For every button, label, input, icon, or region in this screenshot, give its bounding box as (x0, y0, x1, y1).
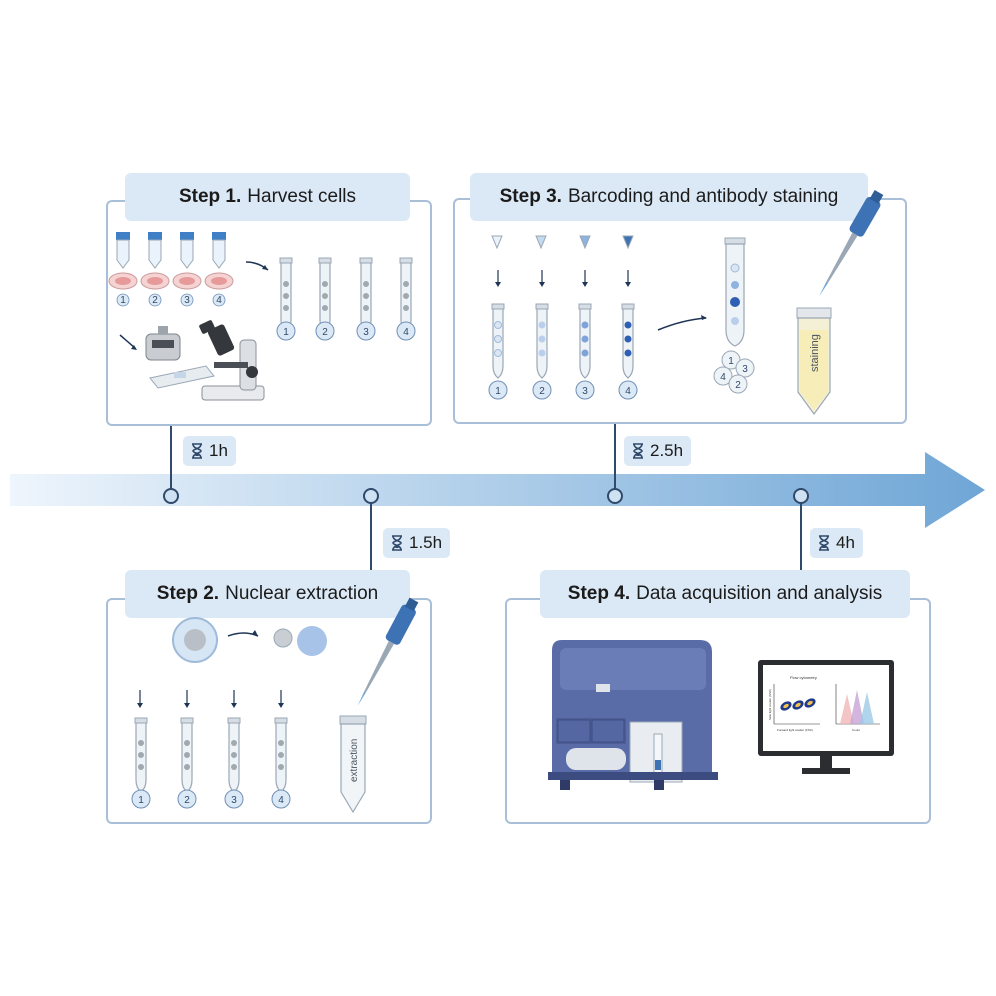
connector-step4 (800, 496, 802, 574)
arrow-icon (657, 317, 707, 331)
timeline-node-4 (793, 488, 809, 504)
timeline-node-1 (163, 488, 179, 504)
step1-number-2: 2 (322, 327, 328, 338)
staining-tube: staining (796, 307, 832, 416)
step3-title: Step 3. Barcoding and antibody staining (470, 173, 868, 221)
time-badge-2: 1.5h (383, 528, 451, 558)
hourglass-icon (633, 443, 643, 459)
connector-step2 (370, 496, 372, 599)
dish-number-3: 3 (184, 295, 190, 306)
step3-tube-numbers: 1 2 3 4 (488, 380, 638, 400)
hourglass-icon (192, 443, 202, 459)
time-label-2: 1.5h (409, 533, 443, 552)
step2-label: Step 2. (156, 583, 220, 604)
step2-tube-numbers: 1 2 3 4 (131, 789, 291, 809)
pipette-icon (350, 596, 422, 710)
time-label-3: 2.5h (650, 441, 684, 460)
cluster-number-3: 3 (742, 364, 748, 375)
staining-label: staining (809, 334, 821, 372)
flow-chart-title: Flow cytometry (790, 675, 817, 680)
step3-number-3: 3 (582, 386, 588, 397)
step2-number-3: 3 (231, 795, 237, 806)
step1-text: Harvest cells (247, 186, 357, 207)
step1-number-1: 1 (283, 327, 289, 338)
hemocytometer-icon (149, 365, 215, 389)
time-badge-1: 1h (183, 436, 236, 466)
pipette-icon (812, 188, 886, 301)
step3-small-tubes (491, 235, 634, 250)
step4-label: Step 4. (567, 583, 631, 604)
hourglass-icon (819, 535, 829, 551)
extraction-tube: extraction (339, 715, 367, 814)
step2-down-arrows (139, 690, 282, 703)
step1-number-3: 3 (363, 327, 369, 338)
step3-number-4: 4 (625, 386, 631, 397)
step2-tubes (134, 717, 288, 793)
step3-label: Step 3. (499, 186, 562, 207)
step4-text: Data acquisition and analysis (636, 583, 883, 604)
flow-x-axis: Forward light scatter (FSC) (777, 728, 813, 732)
connector-step3 (614, 422, 616, 490)
connector-step1 (170, 424, 172, 490)
step3-text: Barcoding and antibody staining (567, 186, 839, 207)
step1-title: Step 1. Harvest cells (125, 173, 410, 221)
nucleus-extraction-icon (172, 617, 327, 663)
step1-tubes (279, 257, 413, 333)
cluster-number-2: 2 (735, 380, 741, 391)
step1-number-4: 4 (403, 327, 409, 338)
dish-number-1: 1 (120, 295, 126, 306)
dish-number-4: 4 (216, 295, 222, 306)
flow-count-label: Count (852, 728, 860, 732)
barcode-cluster: 1 3 4 2 (713, 350, 755, 394)
time-label-1: 1h (209, 441, 228, 460)
cluster-number-4: 4 (720, 372, 726, 383)
step1-tube-numbers: 1 2 3 4 (276, 321, 416, 341)
cell-counter-icon (145, 326, 181, 361)
step3-number-1: 1 (495, 386, 501, 397)
step2-text: Nuclear extraction (225, 583, 379, 604)
arrow-icon (119, 334, 136, 349)
time-badge-4: 4h (810, 528, 863, 558)
step2-number-1: 1 (138, 795, 144, 806)
monitor-icon: Flow cytometry Forward light scatter (FS… (758, 660, 894, 774)
step1-conical-tubes (115, 231, 227, 269)
step1-label: Step 1. (178, 186, 242, 207)
time-label-4: 4h (836, 533, 855, 552)
step4-title: Step 4. Data acquisition and analysis (540, 570, 910, 618)
timeline-node-2 (363, 488, 379, 504)
time-badge-3: 2.5h (624, 436, 692, 466)
flow-cytometer-icon (548, 640, 718, 790)
microscope-icon (199, 320, 265, 401)
step3-tubes (491, 303, 635, 379)
cluster-number-1: 1 (728, 356, 734, 367)
step2-panel (106, 598, 432, 824)
pooled-tube (724, 237, 746, 347)
step2-number-2: 2 (184, 795, 190, 806)
flow-y-axis: Side light scatter (SSC) (768, 689, 772, 720)
step3-number-2: 2 (539, 386, 545, 397)
dish-number-2: 2 (152, 295, 158, 306)
extraction-label: extraction (349, 739, 360, 782)
timeline-node-3 (607, 488, 623, 504)
step2-title: Step 2. Nuclear extraction (125, 570, 410, 618)
step1-dish-numbers: 1 2 3 4 (116, 293, 226, 307)
step1-petri-dishes (108, 272, 234, 290)
step2-number-4: 4 (278, 795, 284, 806)
hourglass-icon (392, 535, 402, 551)
